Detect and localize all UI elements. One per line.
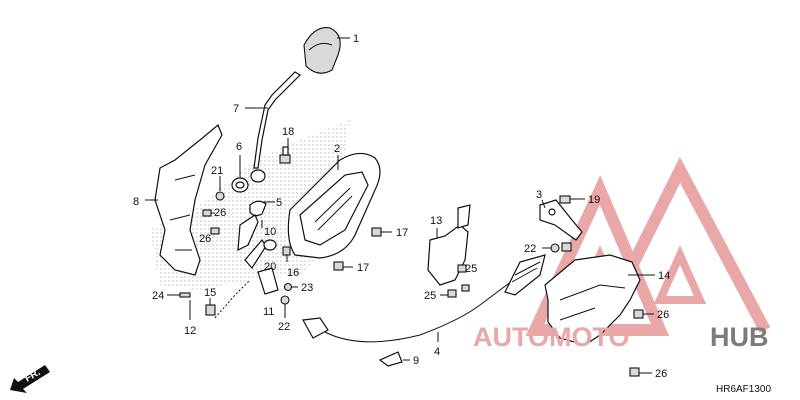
callout-22b: 22 <box>524 243 536 255</box>
washer-22b <box>550 243 560 253</box>
callout-18: 18 <box>282 126 294 138</box>
bracket-3 <box>539 199 583 241</box>
link-arm <box>237 214 267 269</box>
leader-3 <box>541 199 546 209</box>
shift-cable <box>302 254 546 343</box>
callout-17a: 17 <box>396 227 408 239</box>
callout-3: 3 <box>536 189 542 201</box>
callout-15: 15 <box>204 287 216 299</box>
callout-23: 23 <box>301 282 313 294</box>
pin-24 <box>179 292 191 298</box>
callout-2: 2 <box>334 143 340 155</box>
callout-4: 4 <box>434 346 440 358</box>
callouts: 1 2 3 4 5 6 7 8 9 10 11 12 13 14 15 16 1… <box>133 33 670 380</box>
bolt-26a <box>202 209 212 217</box>
shift-lever <box>253 71 301 169</box>
callout-8: 8 <box>133 196 139 208</box>
callout-25a: 25 <box>465 263 477 275</box>
bolt-misc <box>461 284 470 292</box>
link-plate-5 <box>249 200 267 217</box>
callout-22a: 22 <box>278 321 290 333</box>
washer-22a <box>280 295 290 305</box>
spring-part <box>231 177 249 193</box>
bolt-22b <box>561 242 572 252</box>
bolt-17b <box>333 261 344 271</box>
callout-1: 1 <box>353 33 359 45</box>
pin-16 <box>282 246 291 256</box>
callout-26c: 26 <box>657 309 669 321</box>
callout-16: 16 <box>287 267 299 279</box>
watermark-text-red: AUTOMOTO <box>473 322 630 352</box>
bushing-part <box>250 169 266 183</box>
callout-25b: 25 <box>424 290 436 302</box>
callout-11: 11 <box>263 306 274 318</box>
callout-10: 10 <box>264 226 276 238</box>
callout-13: 13 <box>430 215 442 227</box>
shift-knob <box>303 27 341 74</box>
cover-14 <box>544 254 641 346</box>
watermark-text-gray: HUB <box>710 322 769 352</box>
callout-5: 5 <box>276 197 282 209</box>
callout-6: 6 <box>236 141 242 153</box>
cable-joint-11 <box>257 267 279 295</box>
bolt-25b <box>447 289 457 298</box>
bolt-26d <box>629 367 640 377</box>
callout-20: 20 <box>264 261 276 273</box>
bolt-25a <box>457 264 467 273</box>
bolt-15 <box>205 304 216 316</box>
lever-bracket <box>154 124 223 276</box>
diagram-code: HR6AF1300 <box>716 384 771 395</box>
bolt-17a <box>371 227 382 237</box>
callout-12: 12 <box>184 325 196 337</box>
washer-20 <box>263 239 277 251</box>
bolt-26b <box>210 227 220 235</box>
callout-26a: 26 <box>214 207 226 219</box>
callout-26b: 26 <box>199 233 211 245</box>
bolt-19 <box>559 195 571 204</box>
nut-21 <box>215 191 225 201</box>
cable-dashline <box>214 279 251 319</box>
clip-23 <box>283 282 293 292</box>
direction-arrow <box>10 365 50 393</box>
bolt-26c <box>633 309 644 319</box>
callout-14: 14 <box>658 270 670 282</box>
cable-clip-9 <box>378 351 403 367</box>
callout-7: 7 <box>233 103 239 115</box>
callout-21: 21 <box>211 165 223 177</box>
callout-19: 19 <box>588 194 600 206</box>
bolt-18 <box>279 146 291 164</box>
shift-gate-plate <box>287 152 381 259</box>
callout-17b: 17 <box>357 262 369 274</box>
callout-9: 9 <box>413 355 419 367</box>
callout-26d: 26 <box>655 368 667 380</box>
callout-24: 24 <box>152 290 164 302</box>
